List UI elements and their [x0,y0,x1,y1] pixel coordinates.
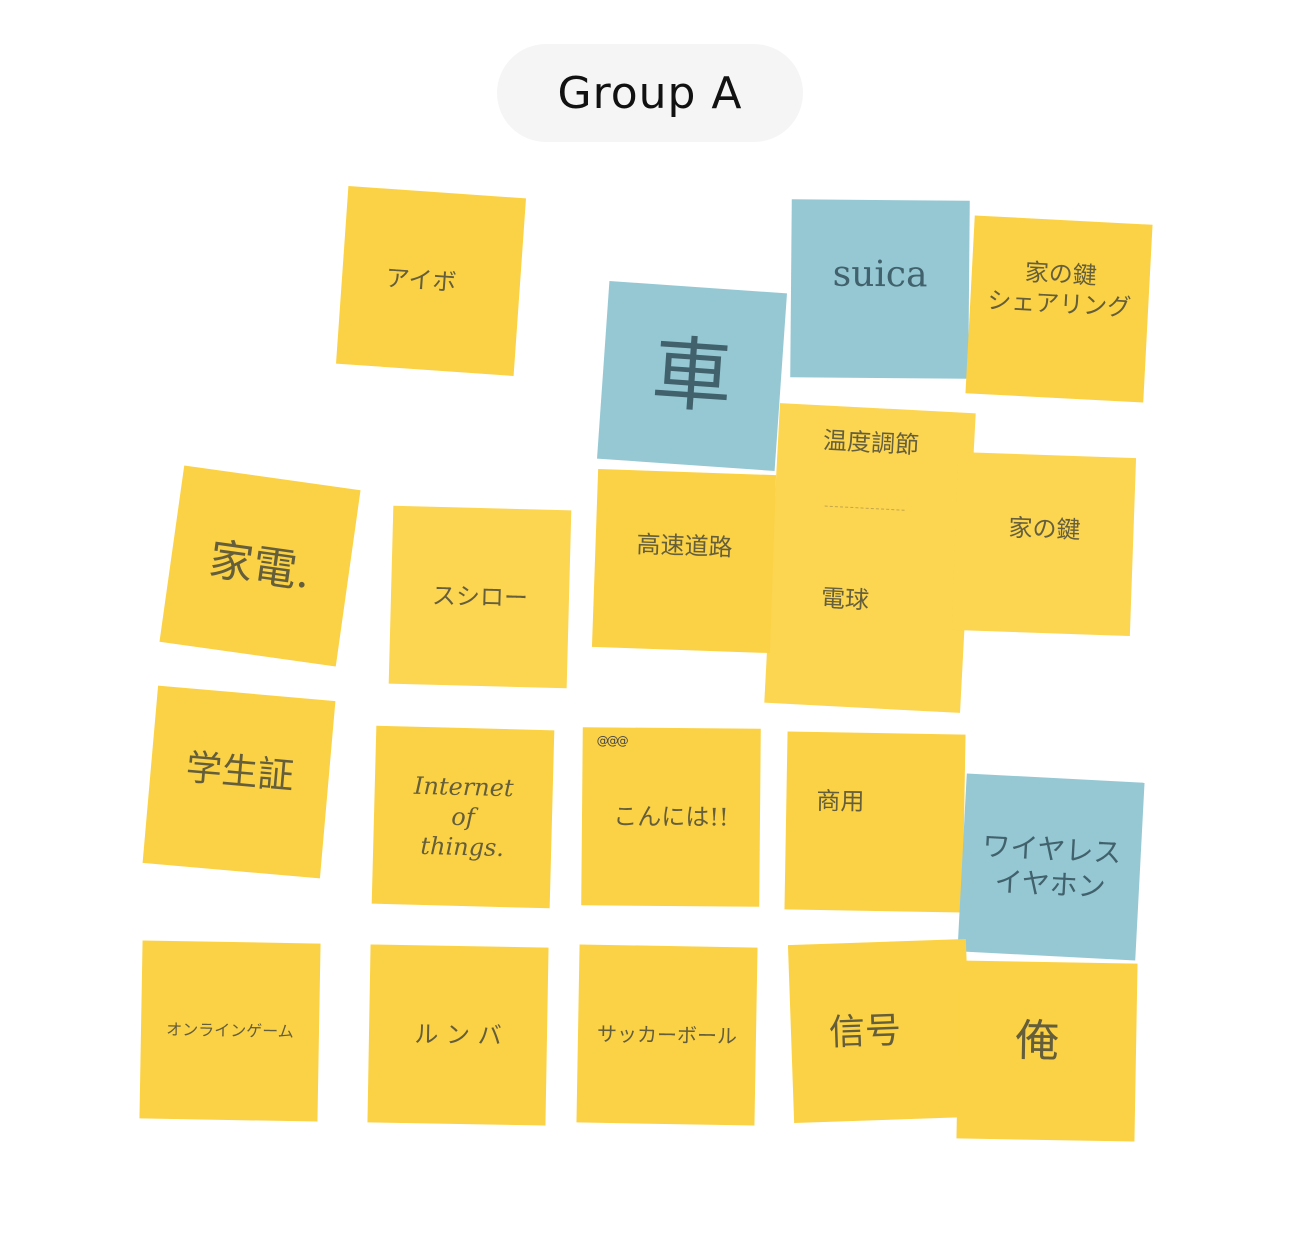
sticky-note-house-key[interactable]: 家の鍵 [951,451,1137,637]
sticky-note-sushiro[interactable]: スシロー [388,505,572,689]
sticky-note-appliances[interactable]: 家電. [159,465,361,667]
sticky-note-text: 俺 [1014,1014,1060,1067]
sticky-note-text: サッカーボール [596,1021,738,1048]
sticky-note-iot[interactable]: Internet of things. [371,725,555,909]
sticky-note-suica[interactable]: suica [790,199,970,379]
sticky-note-online-game[interactable]: オンラインゲーム [139,940,321,1122]
sticky-note-signal[interactable]: 信号 [787,938,973,1124]
sticky-note-text: こんには!! [613,802,729,832]
sticky-note-text: Internet of things. [413,771,514,863]
sticky-note-text: 信号 [828,1009,902,1054]
sticky-note-highway[interactable]: 高速道路 [591,468,777,654]
sticky-note-light-bulb: 電球 [776,516,944,684]
sticky-note-commercial[interactable]: 商用 [784,731,966,913]
scribble-icon: @@@ [596,733,627,748]
sticky-note-me[interactable]: 俺 [956,960,1138,1142]
sticky-note-text: 商用 [816,786,865,816]
sticky-note-text: 家の鍵 シェアリング [986,258,1132,322]
sticky-note-text: 学生証 [184,746,296,798]
sticky-note-text: アイボ [384,263,458,297]
sticky-note-text: ル ン バ [414,1020,502,1050]
sticky-note-text: スシロー [431,581,529,613]
divider-line [824,505,905,511]
group-title: Group A [557,67,743,119]
sticky-note-wireless-earphones[interactable]: ワイヤレス イヤホン [957,773,1145,961]
sticky-note-soccer-ball[interactable]: サッカーボール [576,944,758,1126]
sticky-note-text: 温度調節 [822,426,920,460]
sticky-note-hello[interactable]: @@@ こんには!! [581,727,761,907]
sticky-note-text: ワイヤレス イヤホン [981,829,1123,904]
sticky-note-car[interactable]: 車 [597,281,787,471]
sticky-note-text: オンラインゲーム [166,1019,294,1042]
sticky-note-roomba[interactable]: ル ン バ [367,944,549,1126]
sticky-note-text: 電球 [820,583,870,615]
sticky-note-house-key-sharing[interactable]: 家の鍵 シェアリング [965,215,1153,403]
sticky-note-student-id[interactable]: 学生証 [142,685,336,879]
sticky-note-text: suica [832,253,928,295]
sticky-note-text: 家の鍵 [1008,513,1081,545]
group-title-pill[interactable]: Group A [497,44,803,142]
sticky-note-text: 車 [648,326,736,425]
sticky-note-text: 家電. [205,533,315,599]
sticky-note-aibo[interactable]: アイボ [336,186,526,376]
sticky-note-text: 高速道路 [636,530,733,562]
